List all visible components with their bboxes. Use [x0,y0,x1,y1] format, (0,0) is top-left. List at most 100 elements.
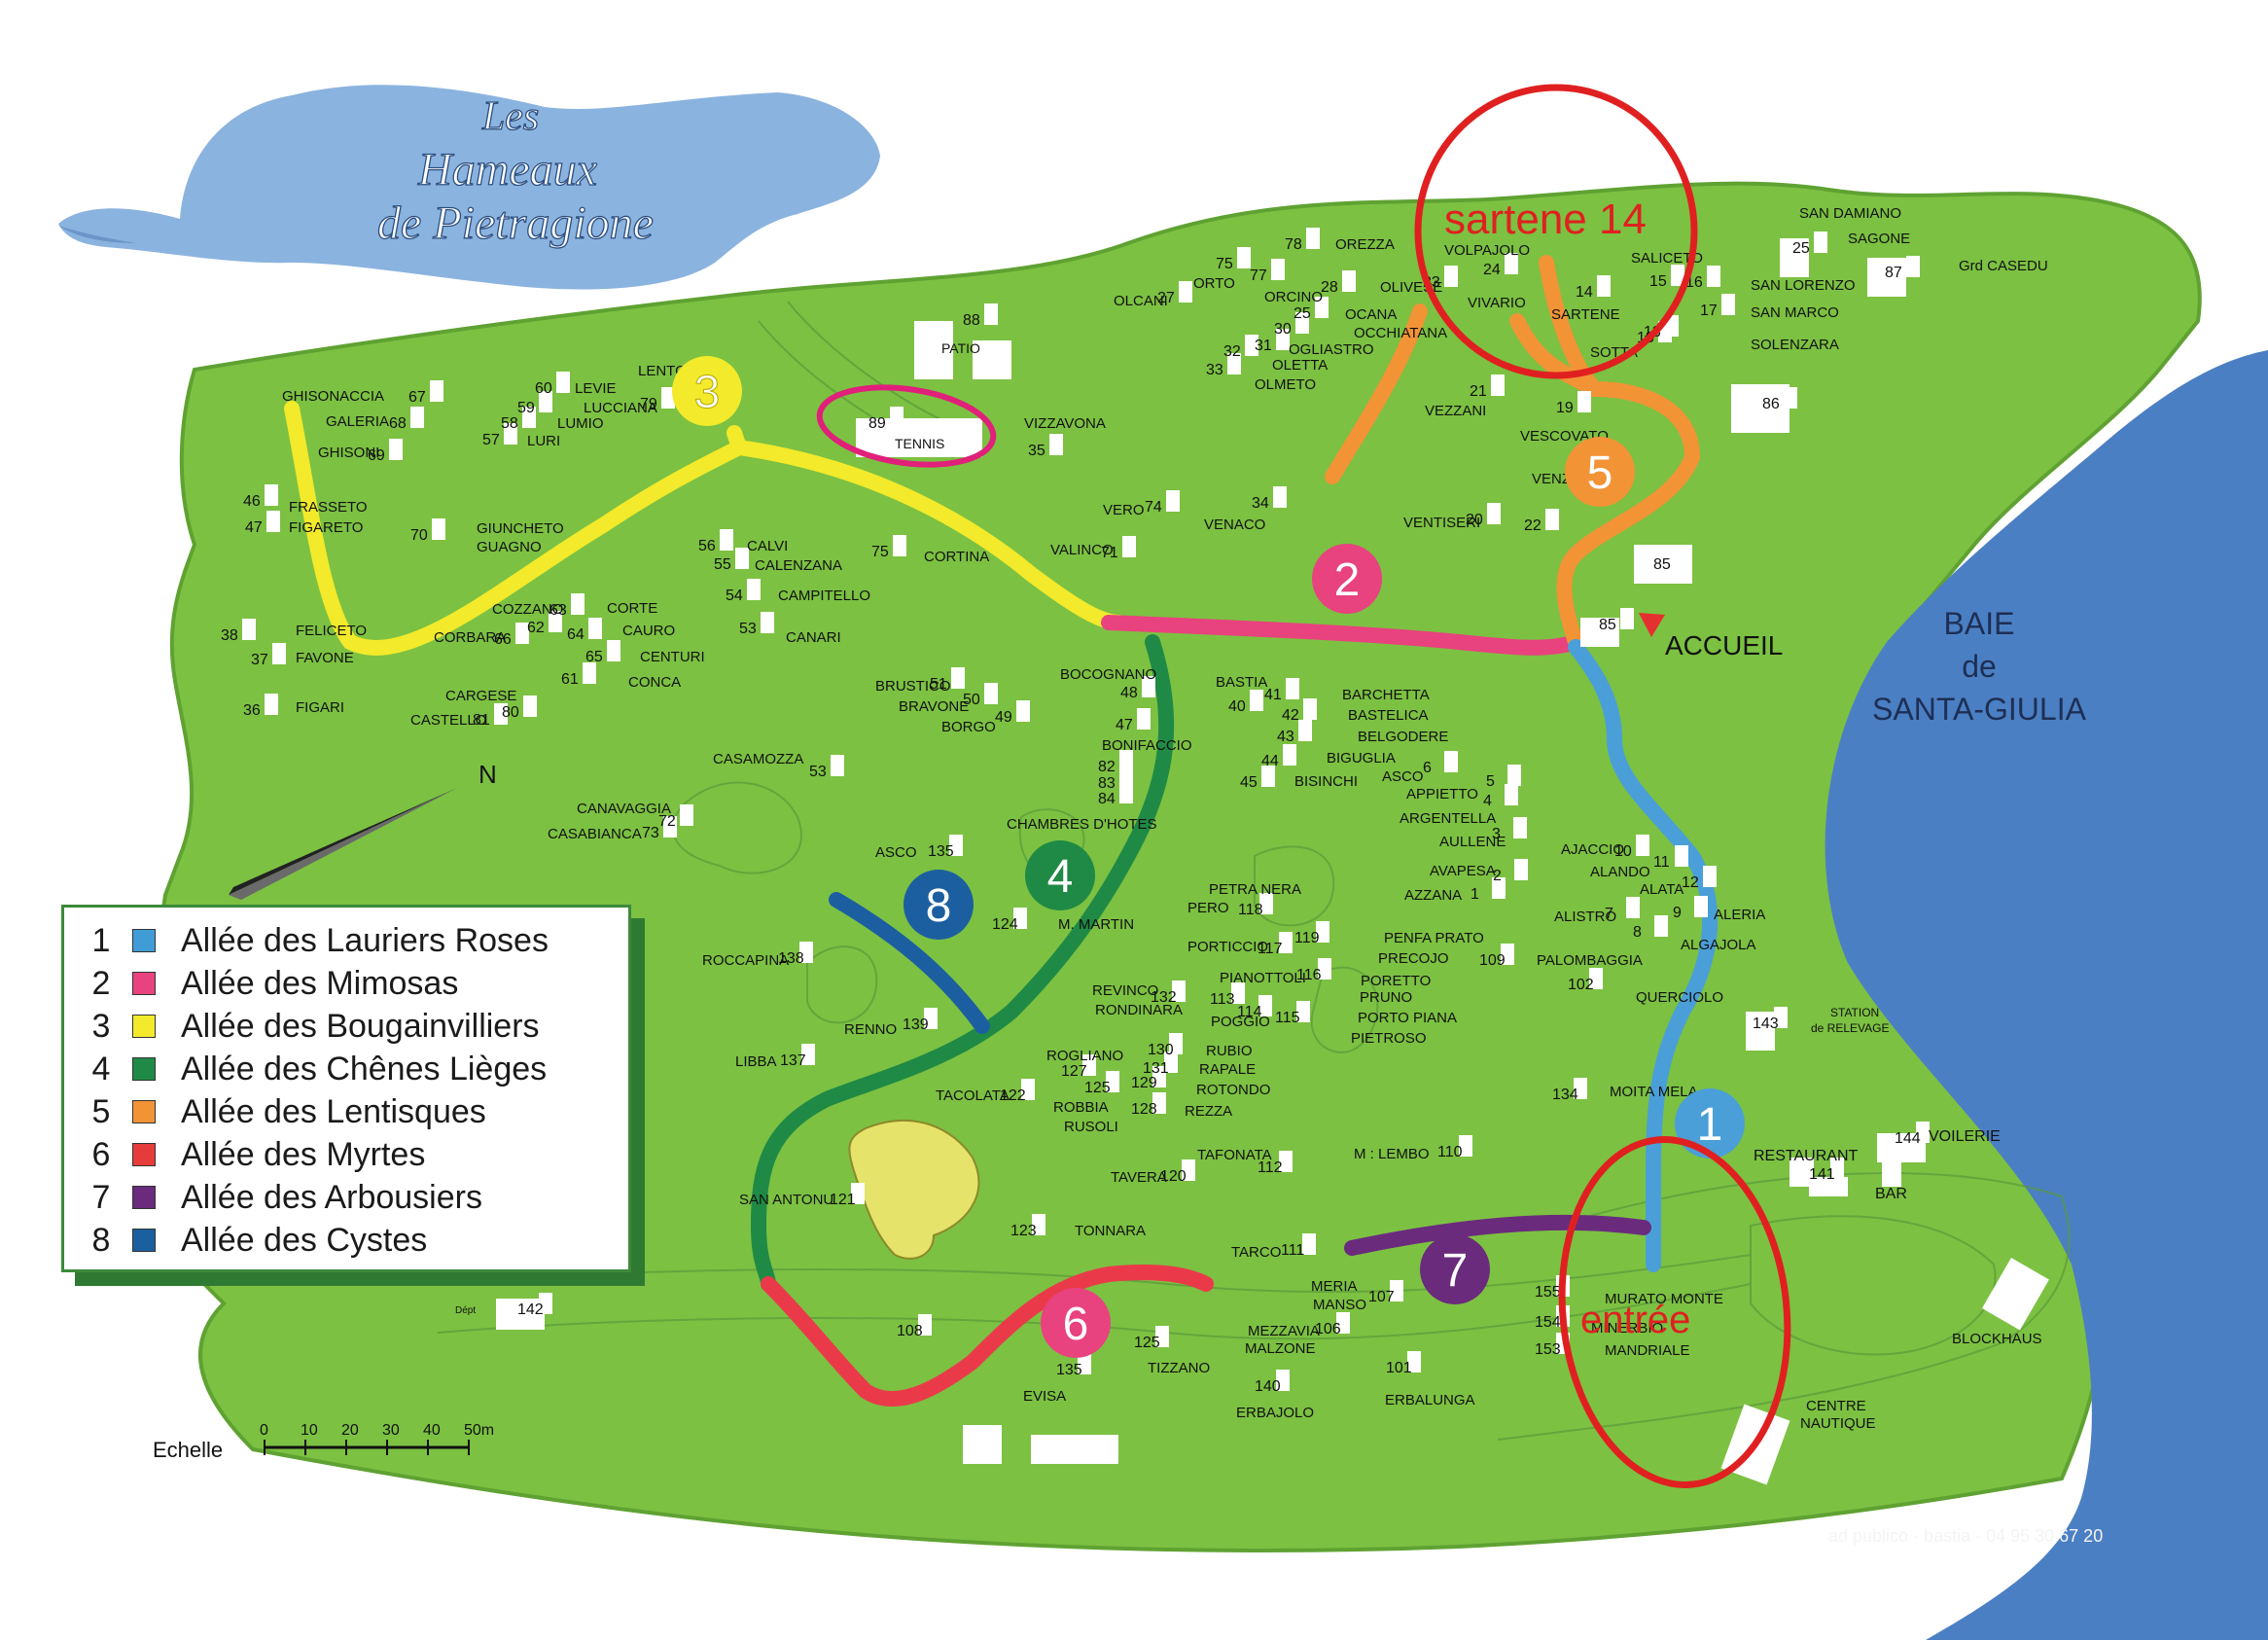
map-label: 121 [830,1192,856,1208]
map-label: 131 [1143,1060,1169,1077]
building-block [1577,391,1591,412]
map-label: ERBALUNGA [1385,1392,1475,1408]
path-allee-3-branch [726,425,747,455]
building-block [1227,353,1241,374]
legend-number: 6 [91,1135,111,1173]
map-label: 57 [482,432,500,448]
badge-5[interactable]: 5 [1565,437,1635,507]
entree-circle [1558,1136,1791,1488]
building-block [242,619,256,640]
badge-1[interactable]: 1 [1675,1088,1745,1159]
map-label: RUSOLI [1064,1119,1118,1135]
map-label: 140 [1255,1378,1281,1395]
building-block [272,643,286,664]
building-block [1513,817,1527,838]
legend-number: 3 [91,1007,111,1045]
scale-tick-label: 50m [464,1422,494,1439]
building-block [1507,765,1521,786]
path-allee-4 [750,634,1175,1292]
north-arrow [229,788,457,900]
map-label: 85 [1599,617,1616,633]
map-label: CORTINA [924,549,989,565]
svg-text:5: 5 [1587,447,1613,499]
legend-label: Allée des Lauriers Roses [181,921,549,959]
map-label: 69 [368,447,385,464]
legend-number: 2 [91,964,111,1002]
map-label: BASTELICA [1348,707,1429,724]
map-label: TAVERA [1111,1169,1167,1186]
building-block [1164,1052,1178,1073]
alley-paths [284,255,1719,1407]
building-block [1407,1351,1421,1373]
building-block [761,612,774,633]
map-label: 14 [1576,284,1593,301]
map-label: 125 [1084,1080,1111,1096]
map-label: BISINCHI [1294,773,1358,790]
map-label: 63 [549,602,567,619]
building-block [1302,1233,1316,1255]
building-block [1721,294,1735,315]
building-block [430,380,443,402]
building-block [1298,720,1312,741]
map-label: ASCO [1382,768,1424,785]
map-label: 61 [561,671,579,688]
building-block [1444,751,1458,772]
map-label: OLCANI [1114,293,1168,309]
map-label: 49 [995,709,1012,726]
path-allee-1 [1568,639,1719,1272]
building-block [661,387,675,409]
legend-label: Allée des Bougainvilliers [181,1007,540,1045]
building-block [720,529,733,551]
map-label: LUMIO [557,415,604,432]
map-label: 142 [517,1301,544,1318]
map-label: CARGESE [445,688,516,704]
map-label: VIZZAVONA [1024,415,1106,432]
sartene-circle [1414,84,1698,379]
map-label: CORTE [607,600,657,617]
building-block [1016,700,1030,722]
building-block [680,804,693,826]
map-label: LURI [527,433,560,449]
map-label: PIETROSO [1351,1030,1427,1047]
badge-3[interactable]: 3 [672,356,742,426]
map-label: ROCCAPINA [702,952,789,969]
badge-6[interactable]: 6 [1041,1288,1111,1358]
building-block [539,1293,552,1314]
map-label: 77 [1250,267,1267,284]
map-label: GHISONI [318,445,379,461]
legend-number: 8 [91,1221,111,1259]
map-label: 85 [1653,556,1671,573]
svg-text:7: 7 [1442,1245,1469,1297]
map-label: POGGIO [1211,1014,1270,1030]
map-label: 24 [1483,262,1501,278]
map-label: CENTURI [640,649,705,665]
map-label: 12 [1682,874,1699,891]
building-block [984,303,998,325]
map-label: BORGO [941,719,996,735]
map-label: 58 [501,415,518,432]
building-block [1784,387,1797,409]
map-label: 78 [1285,236,1302,253]
building-block [1259,893,1273,914]
building-block [1444,266,1458,287]
bay-label-line1: BAIE [1944,606,2015,641]
badge-4[interactable]: 4 [1025,840,1095,910]
tennis-label: TENNIS [895,436,944,451]
map-label: 124 [992,916,1018,933]
legend-label: Allée des Lentisques [181,1092,486,1130]
map-label: 117 [1258,941,1283,957]
building-block [1179,281,1192,303]
map-label: 47 [245,519,263,536]
badge-7[interactable]: 7 [1420,1234,1490,1304]
map-label: 1 [1471,886,1479,903]
map-label: TIZZANO [1148,1360,1210,1376]
building-block [265,484,278,506]
building-block [1279,1151,1293,1172]
badge-2[interactable]: 2 [1312,544,1382,614]
badge-8[interactable]: 8 [904,870,974,940]
map-label: ROTONDO [1196,1082,1270,1098]
map-label: 5 [1486,773,1495,790]
map-label: 70 [410,527,428,544]
map-label: 68 [389,415,407,432]
map-label: RENNO [844,1021,897,1038]
